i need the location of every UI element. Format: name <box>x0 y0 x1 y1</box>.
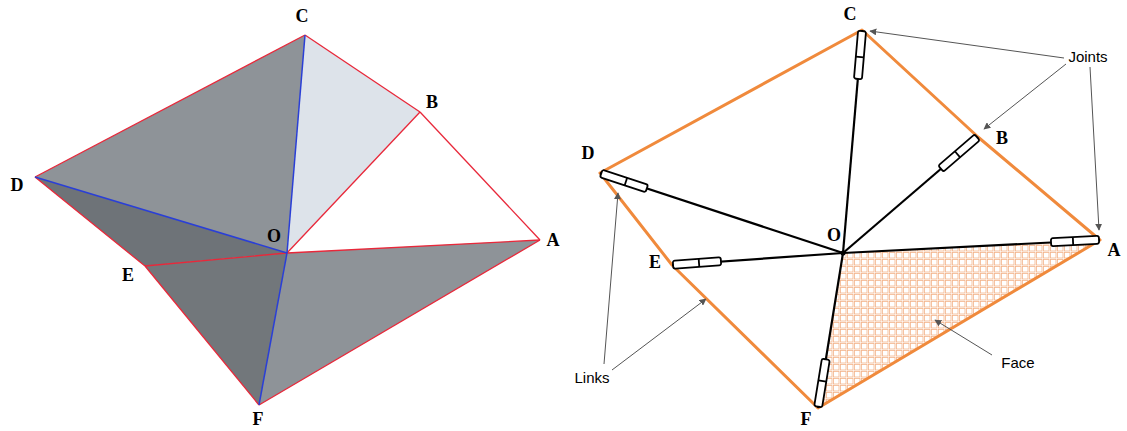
leader-lines <box>604 31 1099 370</box>
vertex-label: D <box>11 176 24 194</box>
vertex-label: A <box>547 231 560 249</box>
linkage-model <box>600 30 1100 408</box>
vertex-label: C <box>844 5 857 23</box>
callout-label: Face <box>1001 355 1034 370</box>
vertex-label: D <box>582 144 595 162</box>
vertex-label: C <box>296 7 309 25</box>
callout-label: Links <box>574 370 609 385</box>
vertex-label: B <box>426 93 438 111</box>
folded-sheet <box>35 35 540 405</box>
vertex-label: F <box>253 410 264 428</box>
vertex-label: F <box>801 410 812 428</box>
vertex-label: O <box>827 226 841 244</box>
callout-label: Joints <box>1068 49 1107 64</box>
vertex-label: E <box>649 253 661 271</box>
vertex-label: E <box>122 266 134 284</box>
vertex-label: B <box>996 129 1008 147</box>
vertex-label: O <box>267 227 281 245</box>
vertex-label: A <box>1108 241 1121 259</box>
